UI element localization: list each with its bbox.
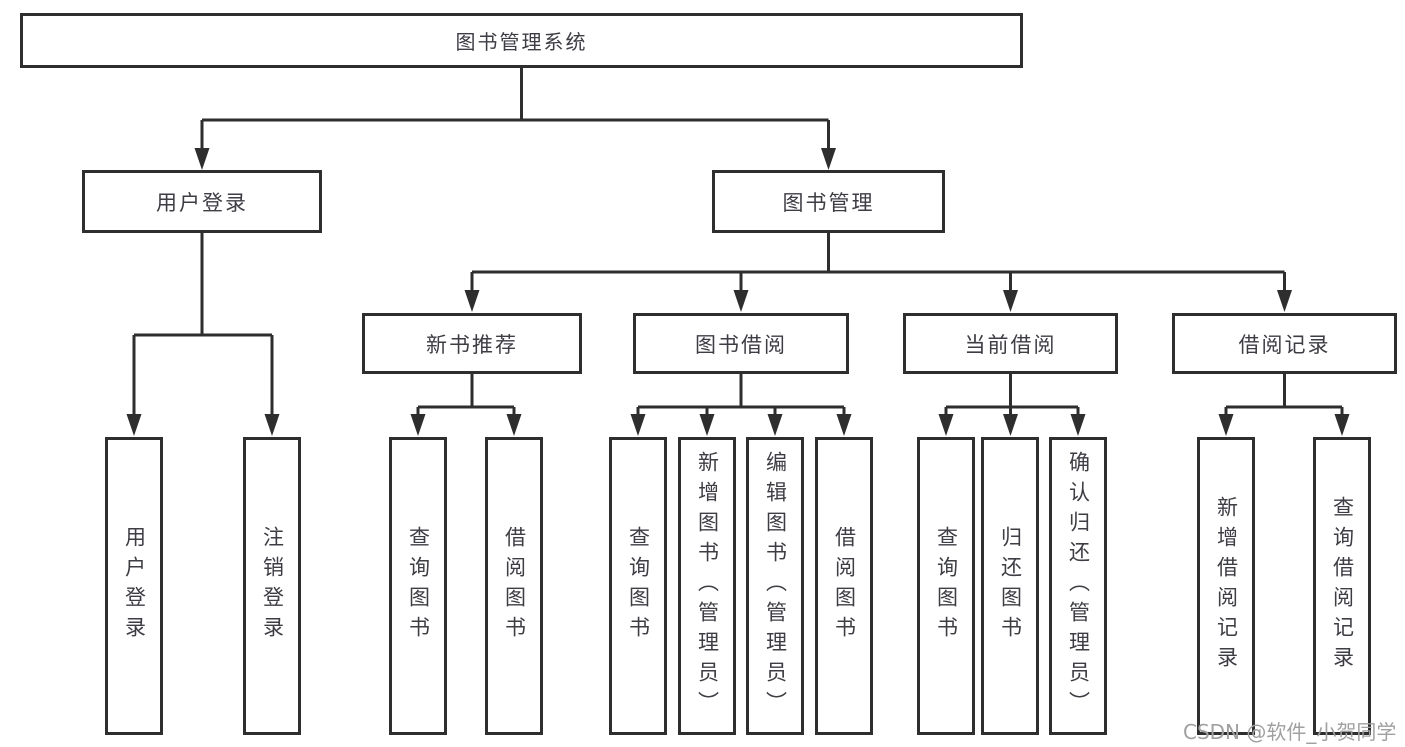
leaf-borrowing-query-books: 查询图书 — [609, 437, 667, 735]
leaf-borrowing-borrow-books: 借阅图书 — [815, 437, 873, 735]
arrow-down-icons — [126, 148, 1350, 436]
leaf-label: 查询图书 — [934, 526, 959, 646]
leaf-label: 新增图书（管理员） — [695, 451, 720, 721]
leaf-label: 查询图书 — [626, 526, 651, 646]
leaf-confirm-return-admin: 确认归还（管理员） — [1049, 437, 1107, 735]
leaf-label: 借阅图书 — [832, 526, 857, 646]
leaf-label: 确认归还（管理员） — [1066, 451, 1091, 721]
leaf-return-books: 归还图书 — [981, 437, 1039, 735]
leaf-add-books-admin: 新增图书（管理员） — [678, 437, 736, 735]
leaf-label: 注销登录 — [260, 526, 285, 646]
leaf-add-borrow-record: 新增借阅记录 — [1197, 437, 1255, 735]
leaf-label: 查询借阅记录 — [1330, 496, 1355, 676]
leaf-edit-books-admin: 编辑图书（管理员） — [746, 437, 804, 735]
leaf-label: 用户登录 — [122, 526, 147, 646]
node-borrowing-records: 借阅记录 — [1172, 313, 1397, 374]
leaf-label: 查询图书 — [406, 526, 431, 646]
node-book-management-module: 图书管理 — [712, 170, 945, 233]
leaf-query-borrow-record: 查询借阅记录 — [1313, 437, 1371, 735]
leaf-current-query-books: 查询图书 — [917, 437, 975, 735]
csdn-watermark: CSDN @软件_小贺同学 — [1183, 720, 1397, 744]
leaf-label: 归还图书 — [998, 526, 1023, 646]
leaf-label: 借阅图书 — [502, 526, 527, 646]
leaf-label: 新增借阅记录 — [1214, 496, 1239, 676]
node-book-borrowing: 图书借阅 — [633, 313, 849, 374]
node-current-borrowing: 当前借阅 — [903, 313, 1118, 374]
leaf-newbook-borrow-books: 借阅图书 — [485, 437, 543, 735]
leaf-newbook-query-books: 查询图书 — [389, 437, 447, 735]
node-user-login-module: 用户登录 — [82, 170, 322, 233]
leaf-logout: 注销登录 — [243, 437, 301, 735]
leaf-label: 编辑图书（管理员） — [763, 451, 788, 721]
leaf-user-login: 用户登录 — [105, 437, 163, 735]
node-new-book-recommendation: 新书推荐 — [362, 313, 582, 374]
node-library-management-system: 图书管理系统 — [20, 13, 1023, 68]
